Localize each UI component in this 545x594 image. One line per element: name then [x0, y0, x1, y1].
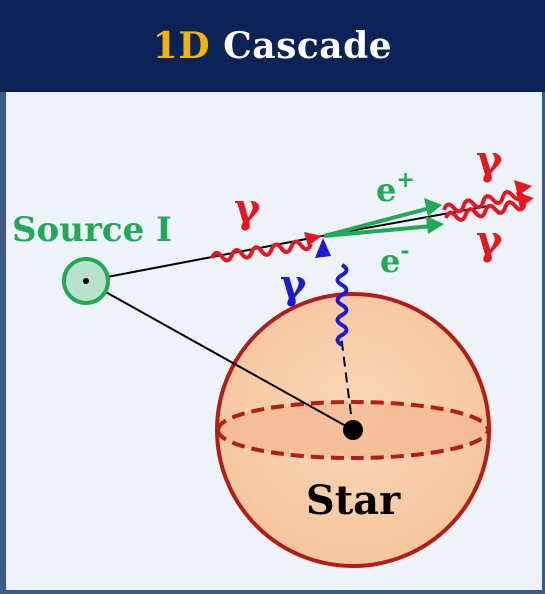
electron-label-base: e	[380, 242, 400, 280]
star-photon-arrowhead	[315, 238, 331, 258]
electron-arrowhead	[426, 216, 444, 234]
star-center-dot	[343, 420, 363, 440]
positron-arrow	[323, 206, 431, 238]
star-equator-front	[216, 429, 490, 460]
positron-label-base: e	[376, 171, 396, 209]
outgoing-photon-bottom-arrowhead	[516, 192, 534, 208]
title-bar: 1D Cascade	[0, 0, 545, 92]
positron-label: e+	[376, 167, 415, 209]
title-main: Cascade	[223, 25, 393, 67]
outgoing-gamma-bottom-label: γ	[476, 217, 503, 264]
star-equator-back	[216, 400, 490, 431]
title-accent: 1D	[152, 25, 211, 67]
outgoing-photon-top-wave	[442, 190, 525, 214]
source-center-dot	[83, 278, 89, 284]
source-interaction-line	[85, 235, 323, 282]
electron-label-sup: -	[400, 238, 409, 264]
page-title: 1D Cascade	[153, 25, 392, 67]
incoming-gamma-label: γ	[234, 185, 261, 232]
star-photon-wave	[335, 263, 349, 347]
electron-arrow	[323, 224, 433, 238]
source-star-line	[85, 280, 354, 431]
outgoing-photon-bottom-wave	[444, 200, 527, 222]
source-label: Source I	[12, 210, 172, 250]
outgoing-gamma-top-label: γ	[476, 137, 503, 184]
star-gamma-label: γ	[280, 261, 307, 308]
outgoing-photon-top-arrowhead	[514, 180, 532, 196]
positron-arrowhead	[424, 198, 442, 216]
incoming-photon-arrowhead	[304, 232, 322, 246]
electron-label: e-	[380, 238, 410, 280]
positron-label-sup: +	[396, 167, 414, 193]
star-label: Star	[306, 477, 401, 524]
incoming-photon-wave	[210, 239, 313, 263]
